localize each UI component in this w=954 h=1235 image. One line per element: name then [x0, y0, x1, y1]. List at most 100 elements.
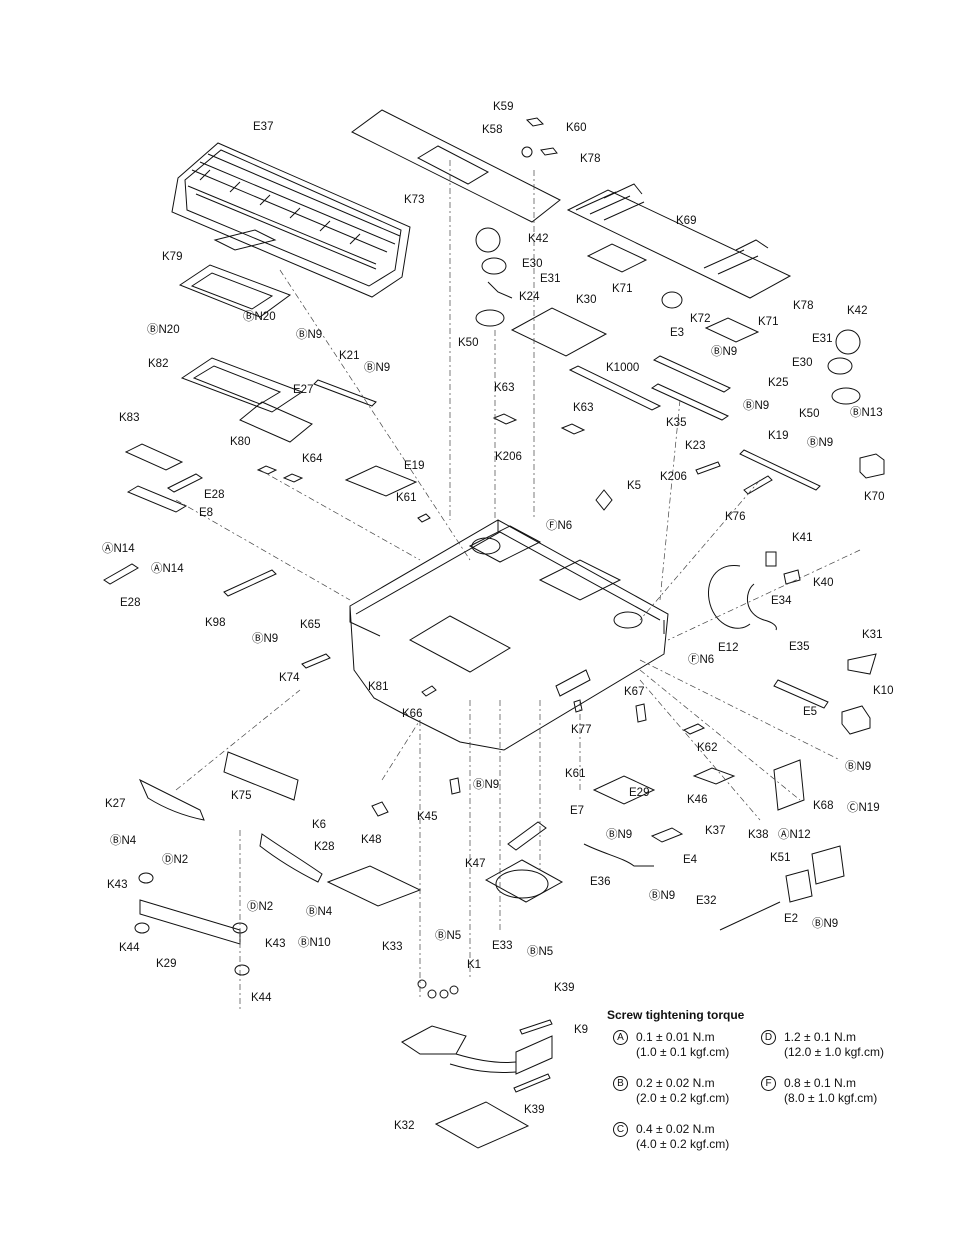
part-k63b	[560, 423, 586, 435]
part-k64	[256, 465, 304, 483]
label-fn6b: ⒻN6	[688, 654, 715, 666]
part-k66	[421, 685, 437, 697]
label-dn2b: ⒹN2	[247, 901, 274, 913]
label-bn10: ⒷN10	[298, 937, 331, 949]
label-k25: K25	[768, 377, 789, 389]
part-e30b	[827, 357, 853, 375]
label-bn9i: ⒷN9	[606, 829, 633, 841]
part-k63a	[492, 413, 518, 425]
label-k38: K38	[748, 829, 769, 841]
label-an14a: ⒶN14	[102, 543, 135, 555]
label-k66: K66	[402, 708, 423, 720]
part-k76	[743, 475, 773, 495]
label-e8: E8	[199, 507, 214, 519]
label-e7: E7	[570, 805, 585, 817]
part-k39b	[513, 1073, 551, 1093]
part-e4	[650, 827, 684, 843]
label-k39b: K39	[524, 1104, 545, 1116]
label-e19: E19	[404, 460, 425, 472]
label-k43b: K43	[265, 938, 286, 950]
label-e37: E37	[253, 121, 274, 133]
label-k61a: K61	[396, 492, 417, 504]
part-k24	[487, 281, 513, 299]
label-bn5b: ⒷN5	[527, 946, 554, 958]
part-main-chassis	[349, 519, 669, 751]
label-e3: E3	[670, 327, 685, 339]
label-bn9j: ⒷN9	[649, 890, 676, 902]
label-k43a: K43	[107, 879, 128, 891]
label-bn9g: ⒷN9	[845, 761, 872, 773]
label-k1: K1	[467, 959, 482, 971]
label-k82: K82	[148, 358, 169, 370]
label-e35: E35	[789, 641, 810, 653]
part-k30	[510, 307, 608, 357]
label-k76: K76	[725, 511, 746, 523]
label-k41: K41	[792, 532, 813, 544]
part-k50b	[831, 387, 861, 405]
label-k78b: K78	[793, 300, 814, 312]
part-k21	[313, 379, 377, 407]
part-k71a	[586, 243, 648, 273]
label-k10: K10	[873, 685, 894, 697]
part-k59	[525, 117, 545, 127]
part-e37-keyboard	[171, 142, 411, 298]
label-k44b: K44	[251, 992, 272, 1004]
label-k42a: K42	[528, 233, 549, 245]
part-k69	[566, 183, 792, 299]
label-bn9e: ⒷN9	[807, 437, 834, 449]
label-k61b: K61	[565, 768, 586, 780]
label-k65: K65	[300, 619, 321, 631]
part-k41	[765, 551, 777, 567]
part-k79	[178, 264, 292, 318]
label-e34: E34	[771, 595, 792, 607]
torque-nm-b: 0.2 ± 0.02 N.m	[636, 1076, 715, 1090]
part-e3	[652, 355, 732, 393]
part-k51	[811, 845, 845, 885]
part-k33	[326, 865, 422, 907]
label-e31b: E31	[812, 333, 833, 345]
label-k37: K37	[705, 825, 726, 837]
part-e8	[126, 485, 188, 513]
label-k46: K46	[687, 794, 708, 806]
label-k206a: K206	[495, 451, 522, 463]
label-k50b: K50	[799, 408, 820, 420]
label-k32: K32	[394, 1120, 415, 1132]
torque-kgf-c: (4.0 ± 0.2 kgf.cm)	[636, 1137, 730, 1151]
part-k71b	[704, 317, 760, 343]
label-k69: K69	[676, 215, 697, 227]
label-k35: K35	[666, 417, 687, 429]
part-k35	[650, 383, 730, 421]
label-e32: E32	[696, 895, 717, 907]
label-k23: K23	[685, 440, 706, 452]
label-k9: K9	[574, 1024, 589, 1036]
part-k70	[859, 453, 885, 479]
part-k58	[521, 146, 533, 158]
label-fn6a: ⒻN6	[546, 520, 573, 532]
label-e30b: E30	[792, 357, 813, 369]
label-k80: K80	[230, 436, 251, 448]
part-k83	[124, 443, 184, 471]
label-bn9d: ⒷN9	[743, 400, 770, 412]
torque-key-d: D	[761, 1030, 776, 1045]
part-k62	[682, 723, 706, 735]
label-k47: K47	[465, 858, 486, 870]
label-bn9f: ⒷN9	[252, 633, 279, 645]
part-k68	[773, 759, 805, 811]
label-e12: E12	[718, 642, 739, 654]
torque-nm-f: 0.8 ± 0.1 N.m	[784, 1076, 856, 1090]
label-bn9c: ⒷN9	[364, 362, 391, 374]
label-e2: E2	[784, 913, 799, 925]
label-k62: K62	[697, 742, 718, 754]
label-k70: K70	[864, 491, 885, 503]
part-k28	[259, 833, 323, 883]
label-e36: E36	[590, 876, 611, 888]
label-k5: K5	[627, 480, 642, 492]
part-e33-fan	[484, 859, 564, 903]
part-k50a	[475, 309, 505, 327]
torque-kgf-d: (12.0 ± 1.0 kgf.cm)	[784, 1045, 884, 1059]
label-k206b: K206	[660, 471, 687, 483]
torque-kgf-f: (8.0 ± 1.0 kgf.cm)	[784, 1091, 878, 1105]
part-k77	[573, 699, 583, 713]
